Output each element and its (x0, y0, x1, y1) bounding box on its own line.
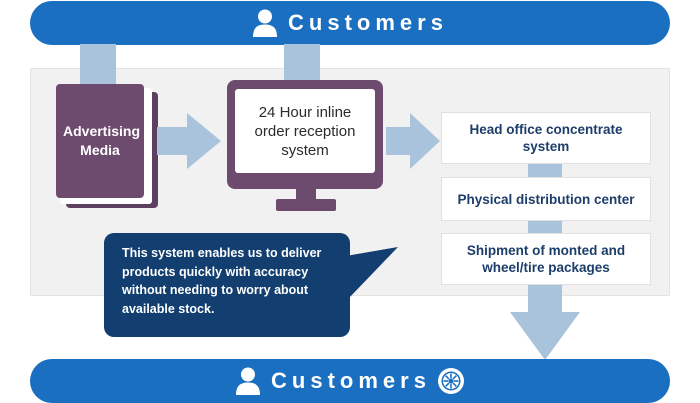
advertising-media-label: Advertising Media (63, 123, 141, 158)
monitor-neck (296, 189, 316, 199)
customers-label-top: Customers (288, 10, 448, 35)
arrow-right-icon (157, 113, 221, 169)
arrow-right-icon (386, 113, 440, 169)
person-icon (236, 367, 261, 395)
reception-system-label: 24 Hour inline order reception system (254, 103, 356, 159)
callout-tail (340, 247, 398, 299)
tire-icon (437, 368, 464, 394)
monitor-screen: 24 Hour inline order reception system (235, 89, 375, 173)
system-note-text: This system enables us to deliver produc… (122, 246, 322, 316)
step-shipment: Shipment of monted and wheel/tire packag… (441, 233, 651, 285)
connector-top-left-inner (80, 68, 116, 86)
book-icon: Advertising Media (56, 84, 144, 198)
person-icon (253, 9, 278, 37)
arrow-down-icon (510, 312, 580, 360)
customers-bar-top: Customers (30, 1, 670, 45)
step-label: Head office concentrate system (469, 122, 623, 154)
connector-top-middle-inner (284, 68, 320, 82)
monitor-stand (276, 199, 336, 211)
customers-label-bottom: Customers (271, 368, 431, 393)
step-label: Shipment of monted and wheel/tire packag… (466, 243, 626, 275)
step-label: Physical distribution center (457, 191, 635, 207)
customers-bar-bottom: Customers (30, 359, 670, 403)
system-note-callout: This system enables us to deliver produc… (104, 233, 350, 337)
step-head-office: Head office concentrate system (441, 112, 651, 164)
step-distribution-center: Physical distribution center (441, 177, 651, 221)
